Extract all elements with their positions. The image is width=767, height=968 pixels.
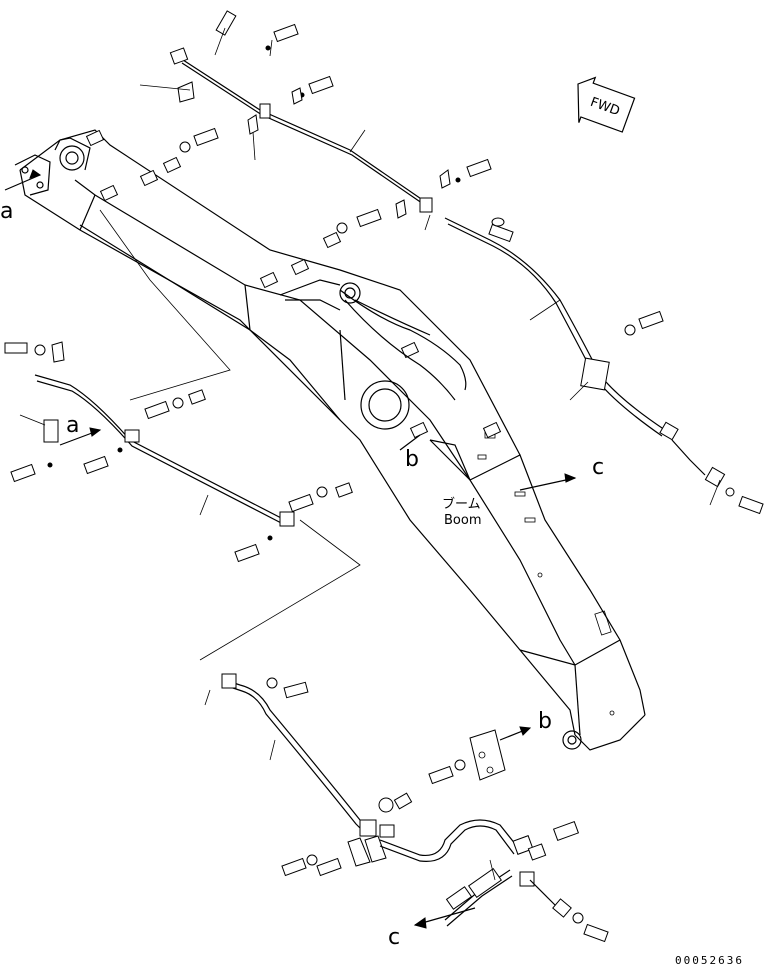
boom-label-en: Boom	[444, 513, 482, 528]
reference-letter-b-bracket: b	[538, 709, 552, 734]
boom-grease-hoses	[339, 289, 467, 401]
lower-grease-tube	[204, 673, 609, 943]
reference-letter-c-boom: c	[592, 455, 604, 480]
left-grease-tube	[4, 341, 353, 563]
reference-arrows	[4, 169, 577, 929]
boom-body	[14, 129, 646, 751]
bolt	[193, 10, 492, 228]
reference-letter-c-hose: c	[388, 925, 400, 950]
fwd-direction-marker: FWD	[577, 76, 636, 133]
boom-clamps	[85, 129, 502, 439]
top-grease-tube	[139, 10, 492, 234]
reference-letter-a-center: a	[66, 413, 79, 438]
reference-letter-b-boom: b	[405, 447, 419, 472]
right-grease-tube	[444, 217, 764, 515]
reference-letter-a-left: a	[0, 199, 13, 224]
fwd-label: FWD	[588, 95, 622, 119]
drawing-code: 00052636	[675, 954, 744, 967]
boom-label-jp: ブーム	[442, 496, 481, 512]
